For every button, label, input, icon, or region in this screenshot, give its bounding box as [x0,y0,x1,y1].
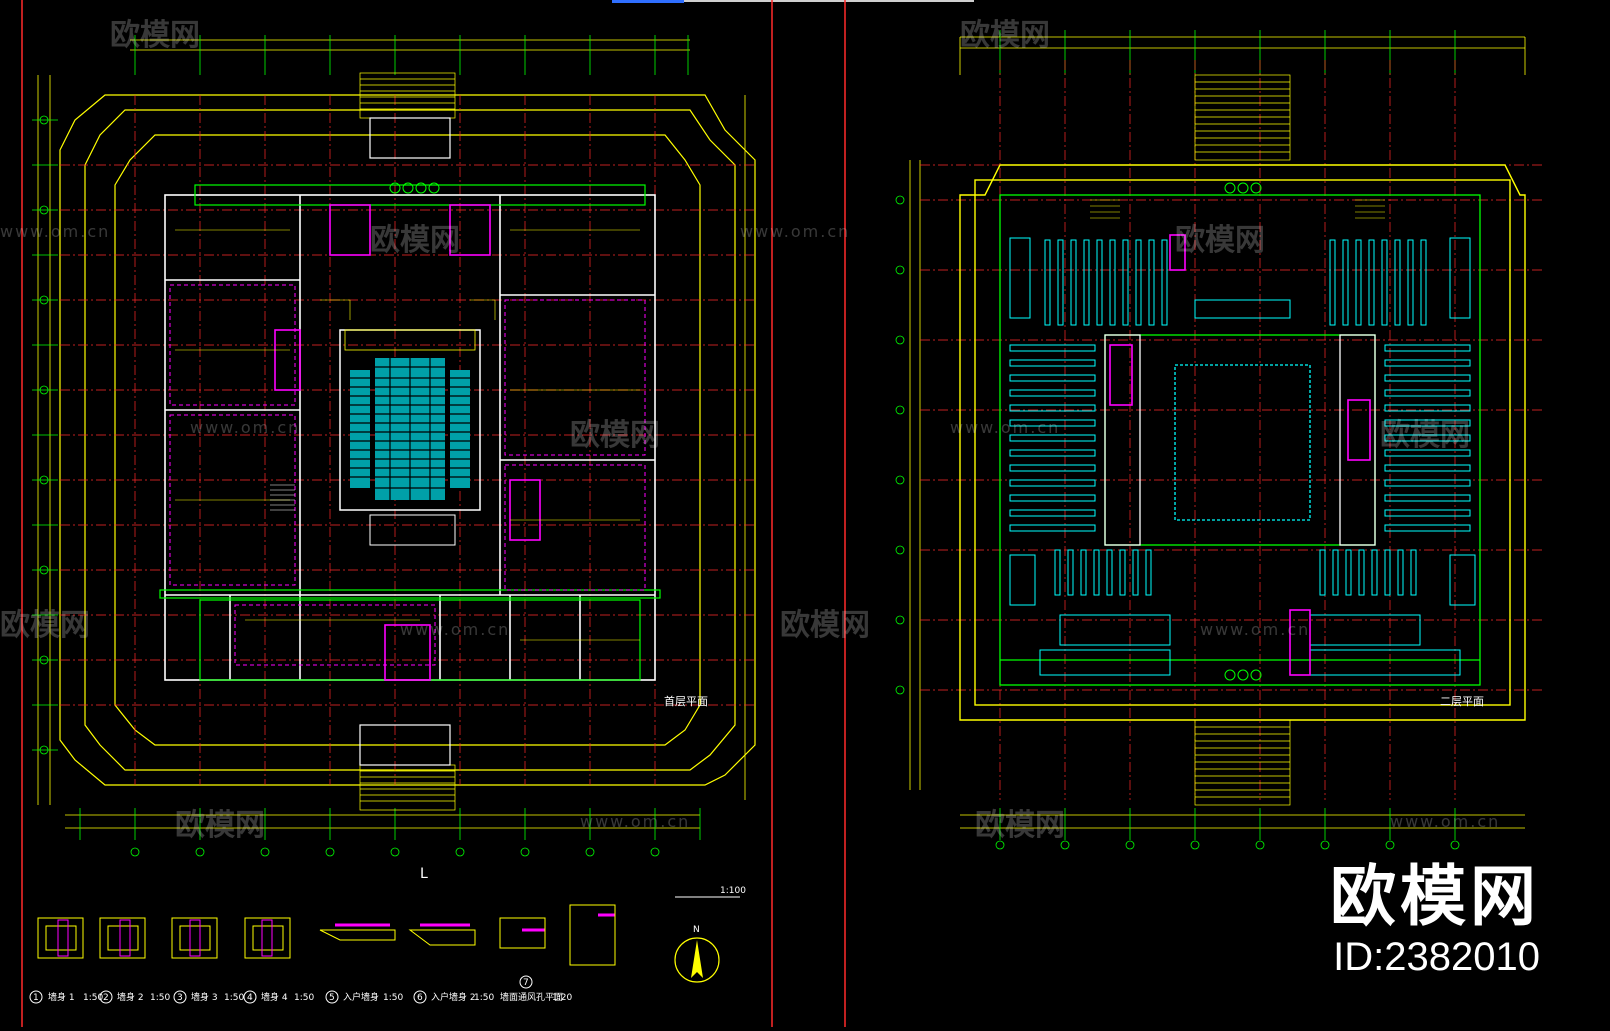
left-floor-plan: 首层平面 L 1:100 1 墙身 1 1:50 2 墙身 2 1 [21,0,846,1027]
svg-text:1:50: 1:50 [294,993,314,1003]
svg-text:4: 4 [247,993,253,1003]
svg-text:1:50: 1:50 [224,993,244,1003]
svg-text:入户墙身 2: 入户墙身 2 [431,991,476,1003]
right-floor-plan: 二层平面 [895,30,1545,850]
brand-name: 欧模网 [1330,857,1540,935]
svg-text:7: 7 [523,978,529,988]
svg-text:N: N [693,925,700,935]
right-sheet-title: 二层平面 [1440,695,1484,708]
svg-text:墙身 3: 墙身 3 [191,991,218,1003]
svg-text:1:50: 1:50 [474,993,494,1003]
svg-text:1: 1 [33,993,39,1003]
svg-text:2: 2 [103,993,109,1003]
detail-captions: 1 墙身 1 1:50 2 墙身 2 1:50 3 墙身 3 1:50 4 墙身… [29,975,572,1004]
svg-text:墙身 1: 墙身 1 [48,991,75,1003]
svg-text:1:50: 1:50 [383,993,403,1003]
north-arrow-icon: N [674,925,720,983]
svg-text:1:100: 1:100 [720,886,746,896]
detail-drawings [37,896,740,966]
selection-bar [612,0,684,3]
svg-text:墙身 2: 墙身 2 [117,991,144,1003]
left-sheet-title: 首层平面 [664,694,708,708]
svg-text:3: 3 [177,993,183,1003]
reading-shelves [1009,237,1476,676]
model-id: ID:2382010 [1333,935,1540,979]
auditorium-seating [339,329,481,546]
svg-text:6: 6 [417,993,423,1003]
svg-text:1:20: 1:20 [552,993,572,1003]
svg-text:1:50: 1:50 [83,993,103,1003]
svg-text:L: L [420,866,428,882]
svg-text:墙面通风孔平面: 墙面通风孔平面 [500,991,563,1003]
svg-text:墙身 4: 墙身 4 [261,991,288,1003]
svg-text:1:50: 1:50 [150,993,170,1003]
selection-bar [684,0,974,2]
svg-text:5: 5 [329,993,335,1003]
brand-logo: 欧模网 ID:2382010 [1330,860,1540,980]
svg-text:入户墙身: 入户墙身 [343,991,379,1003]
